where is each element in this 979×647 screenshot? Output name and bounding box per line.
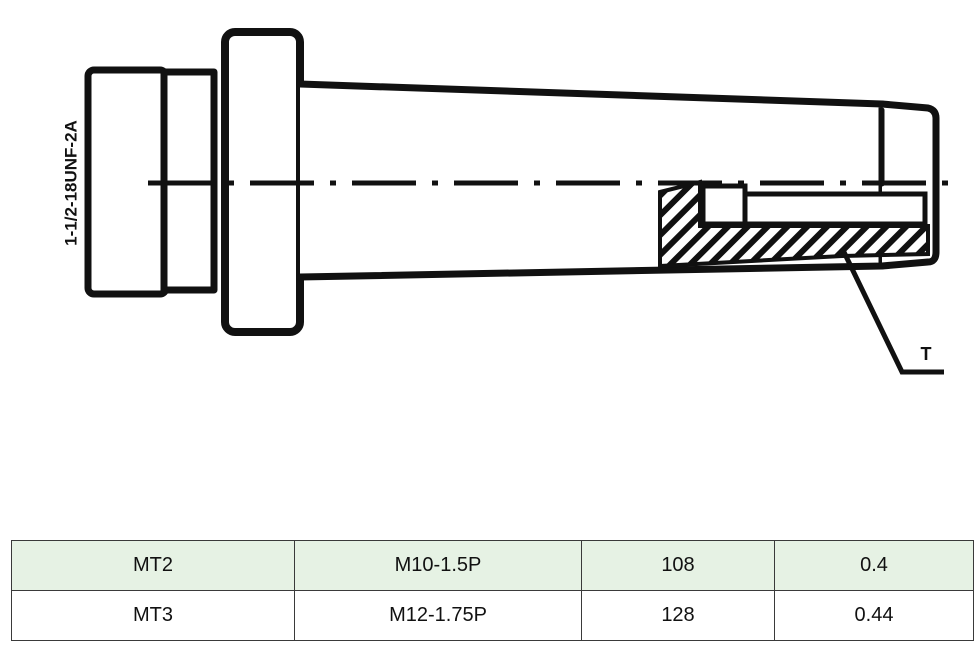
taper-cell: MT2 (11, 540, 295, 591)
thread-cell: M12-1.75P (294, 590, 582, 641)
thread-cell: M10-1.5P (294, 540, 582, 591)
weight-cell: 0.4 (774, 540, 974, 591)
table-row: MT2 M10-1.5P 108 0.4 (11, 540, 974, 591)
weight-cell: 0.44 (774, 590, 974, 641)
callout-leader (839, 246, 944, 375)
section-hatch (658, 179, 930, 269)
bore-clearance (700, 183, 748, 227)
bore-thread (742, 191, 928, 227)
thread-spec-label: 1-1/2-18UNF-2A (61, 120, 80, 246)
spec-table: MT2 M10-1.5P 108 0.4 MT3 M12-1.75P 128 0… (11, 540, 974, 641)
table-row: MT3 M12-1.75P 128 0.44 (11, 590, 974, 641)
arbor-drawing: 1-1/2-18UNF-2A T (61, 28, 952, 375)
length-cell: 128 (581, 590, 775, 641)
taper-cell: MT3 (11, 590, 295, 641)
callout-label: T (921, 344, 932, 364)
length-cell: 108 (581, 540, 775, 591)
